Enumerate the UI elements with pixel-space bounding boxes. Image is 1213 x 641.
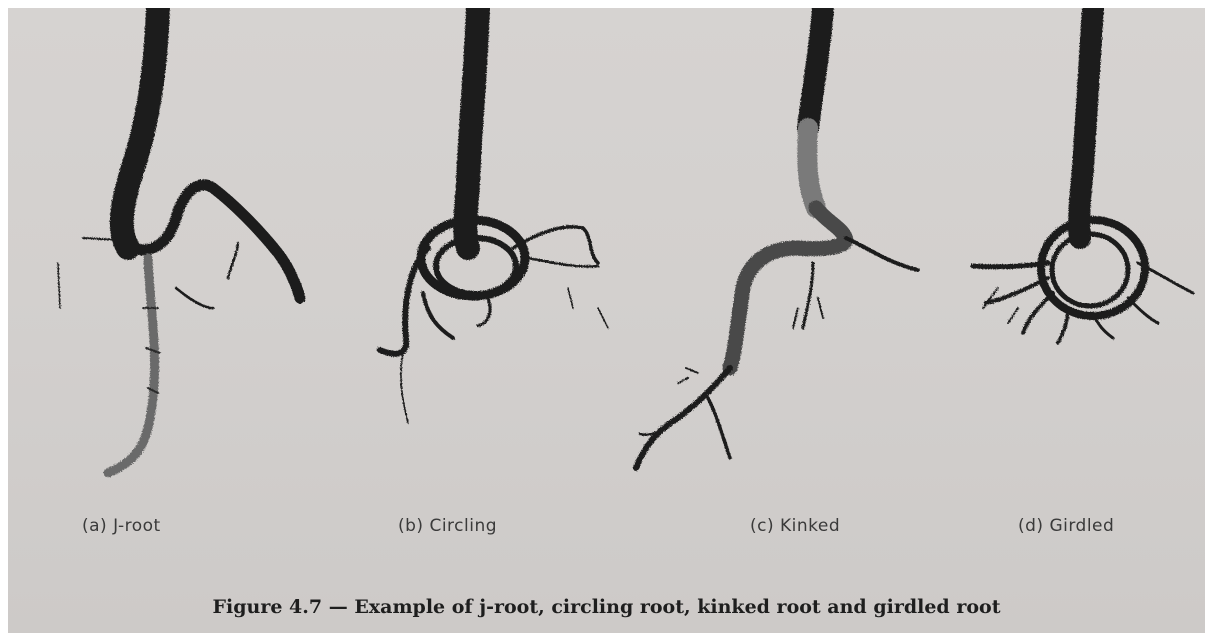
panel-label-d: (d) Girdled (1018, 516, 1114, 536)
circling-root-illustration (380, 8, 608, 423)
root-illustrations (8, 8, 1205, 508)
document-page: (a) J-root (b) Circling (c) Kinked (d) G… (8, 8, 1205, 633)
kinked-root-illustration (636, 8, 918, 468)
panel-label-a: (a) J-root (82, 516, 161, 536)
panel-label-b: (b) Circling (398, 516, 497, 536)
figure-caption: Figure 4.7 — Example of j-root, circling… (8, 596, 1205, 618)
girdled-root-illustration (973, 8, 1193, 343)
panel-label-c: (c) Kinked (750, 516, 840, 536)
j-root-illustration (58, 8, 300, 473)
